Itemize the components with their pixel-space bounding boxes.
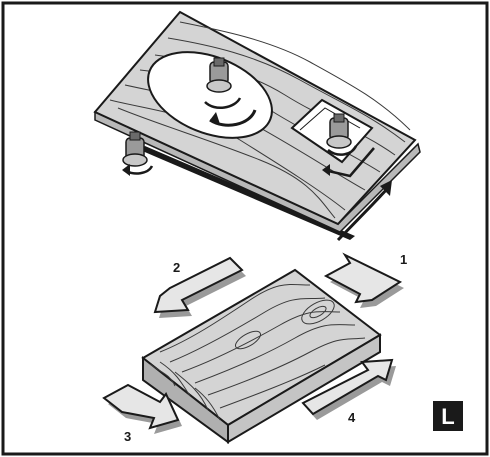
step-label-2: 2 bbox=[173, 260, 180, 275]
badge-letter: L bbox=[441, 404, 454, 429]
step-label-1: 1 bbox=[400, 252, 407, 267]
clamp-knob-icon bbox=[207, 58, 231, 92]
figure-letter-badge: L bbox=[433, 401, 463, 431]
clamp-knob-icon bbox=[327, 114, 351, 148]
step-label-3: 3 bbox=[124, 429, 131, 444]
step-label-4: 4 bbox=[348, 410, 356, 425]
